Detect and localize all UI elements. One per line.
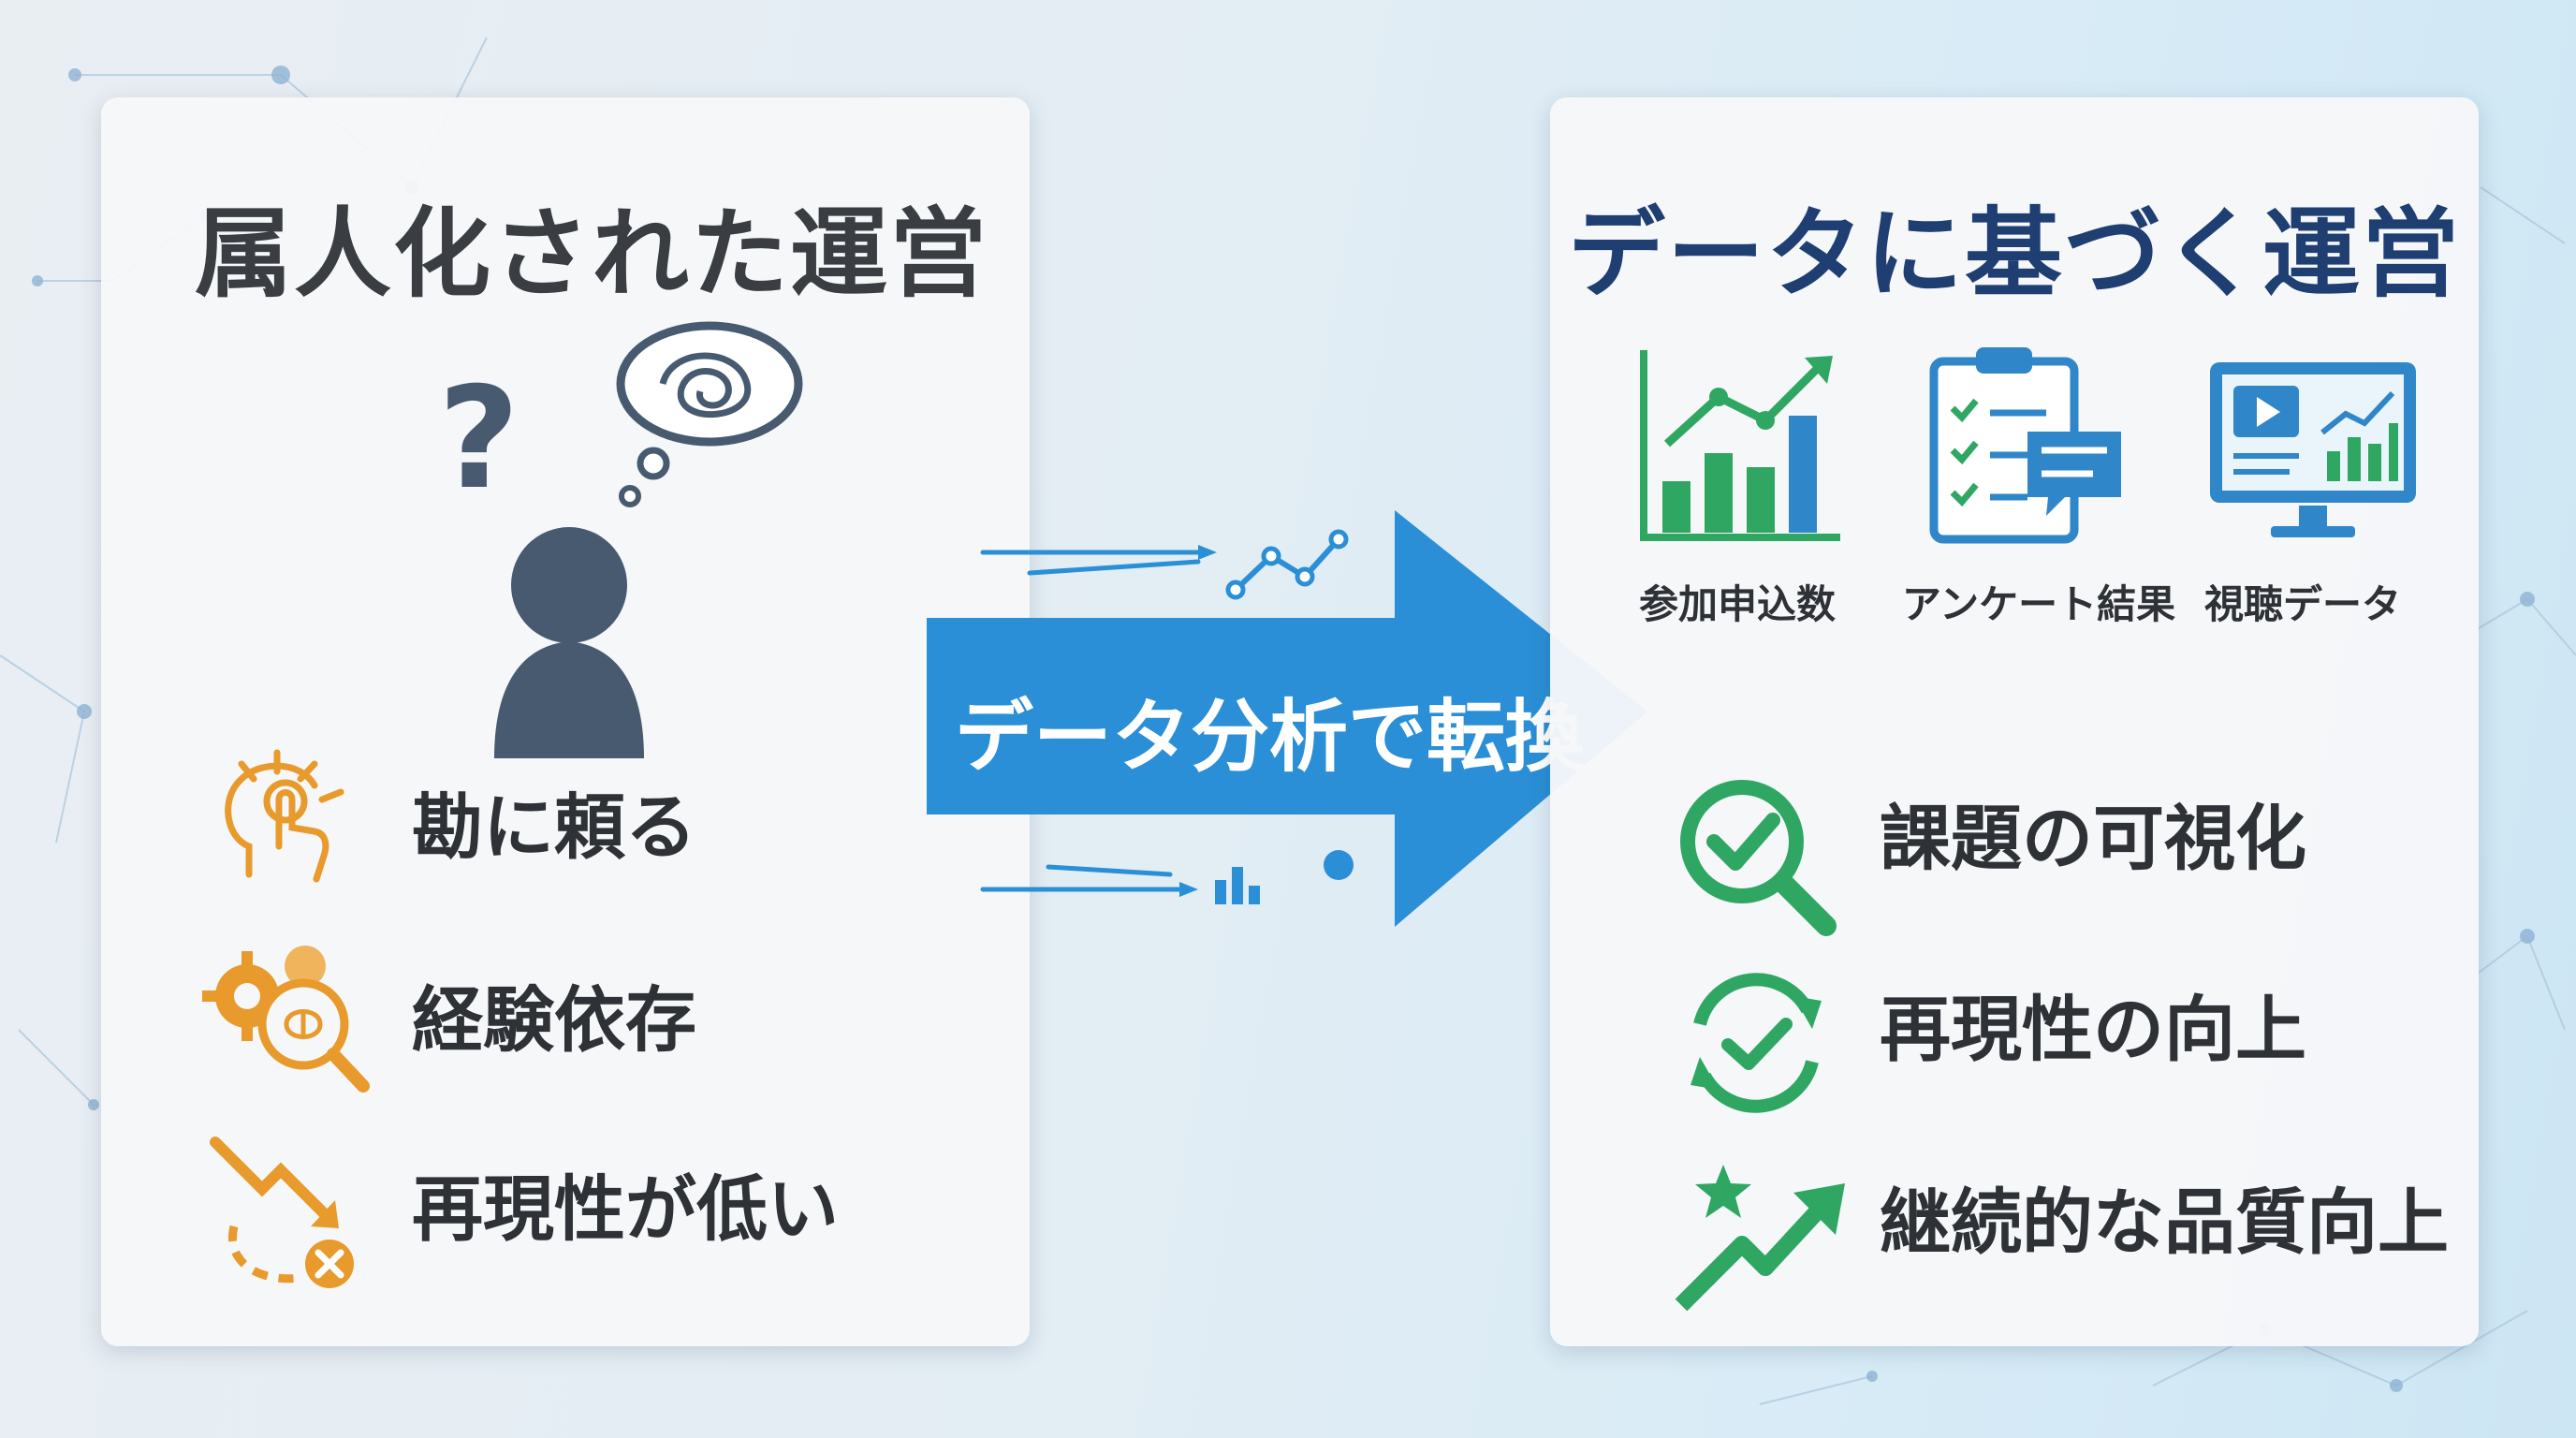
right-item-label-1: 課題の可視化 (1880, 797, 2306, 880)
tapping-head-icon (225, 749, 344, 883)
right-item-label-3: 継続的な品質向上 (1880, 1181, 2449, 1264)
left-panel-title: 属人化された運営 (195, 197, 989, 311)
left-item-label-2: 経験依存 (412, 978, 696, 1062)
right-panel-title: データに基づく運営 (1567, 197, 2461, 311)
video-analytics-monitor-icon (2210, 362, 2416, 537)
declining-arrow-error-icon (210, 1137, 354, 1288)
left-item-label-1: 勘に頼る (412, 785, 696, 869)
survey-clipboard-icon (1929, 347, 2121, 544)
metric-label-1: 参加申込数 (1638, 581, 1836, 627)
metric-label-2: アンケート結果 (1901, 581, 2176, 627)
transform-label: データ分析で転換 (955, 691, 1585, 783)
star-growth-arrow-icon (1675, 1165, 1845, 1312)
right-arrow-icon (927, 510, 1647, 927)
right-panel-data-driven-operation: データに基づく運営 参加申込数 アンケート結果 視聴データ (1550, 97, 2479, 1346)
svg-text:?: ? (438, 358, 520, 521)
left-panel-personal-operation: 属人化された運営 ? 勘に頼る 経験依存 (101, 97, 1030, 1346)
bar-chart-trend-icon (1640, 350, 1840, 541)
gears-brain-magnifier-icon (202, 946, 370, 1093)
left-item-label-3: 再現性が低い (412, 1167, 839, 1251)
confused-person-icon: ? (438, 321, 803, 758)
right-item-label-2: 再現性の向上 (1880, 988, 2306, 1071)
metric-label-3: 視聴データ (2203, 581, 2401, 627)
check-cycle-icon (1690, 973, 1822, 1113)
check-magnifier-icon (1680, 780, 1837, 936)
